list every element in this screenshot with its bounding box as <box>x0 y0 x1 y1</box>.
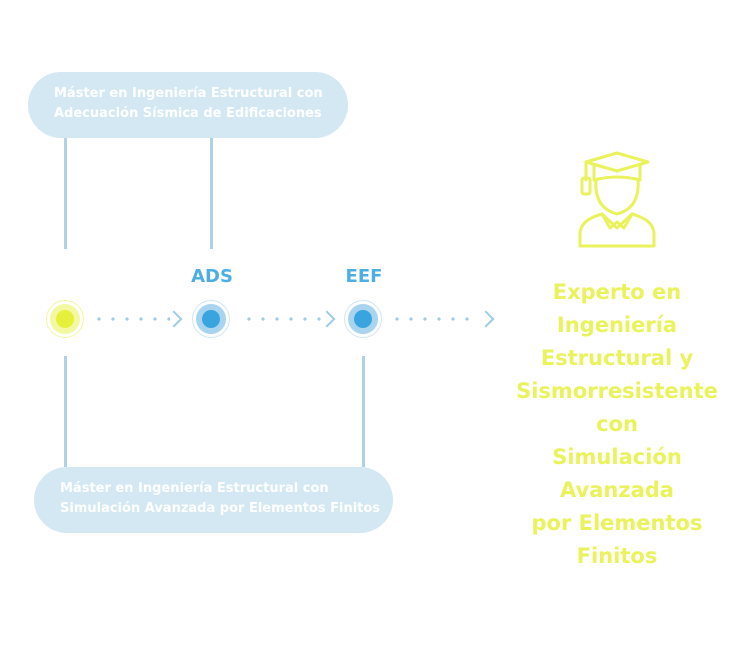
dotted-path-2 <box>242 317 322 321</box>
chevron-right-icon <box>165 310 183 328</box>
dotted-path-3 <box>390 317 470 321</box>
result-line: Ingeniería <box>556 313 678 337</box>
chevron-right-icon <box>318 310 336 328</box>
result-line: Finitos <box>576 544 658 568</box>
result-line: Experto en <box>552 280 682 304</box>
ads-node <box>192 300 230 338</box>
connector-top-left <box>64 138 67 249</box>
connector-bottom-eef <box>362 356 365 467</box>
program-bottom-line2: Simulación Avanzada por Elementos Finito… <box>60 501 381 516</box>
connector-bottom-left <box>64 356 67 467</box>
result-line: Sismorresistente con <box>516 379 718 436</box>
program-pill-seismic: Máster en Ingeniería Estructural con Ade… <box>28 72 348 138</box>
program-pill-fem: Máster en Ingeniería Estructural con Sim… <box>34 467 393 533</box>
result-line: Estructural y <box>540 346 694 370</box>
program-bottom-line1: Máster en Ingeniería Estructural con <box>60 481 329 496</box>
result-line: Simulación <box>552 445 682 469</box>
node-label-ads: ADS <box>191 266 233 287</box>
result-line: por Elementos <box>531 511 703 535</box>
program-top-line1: Máster en Ingeniería Estructural con <box>54 86 323 101</box>
result-title: Experto en Ingeniería Estructural y Sism… <box>492 276 742 573</box>
start-node <box>46 300 84 338</box>
dotted-path-1 <box>92 317 170 321</box>
eef-node <box>344 300 382 338</box>
program-top-line2: Adecuación Sísmica de Edificaciones <box>54 106 322 121</box>
connector-top-ads <box>210 138 213 249</box>
node-label-eef: EEF <box>345 266 383 287</box>
graduate-icon <box>578 151 656 248</box>
result-line: Avanzada <box>560 478 674 502</box>
